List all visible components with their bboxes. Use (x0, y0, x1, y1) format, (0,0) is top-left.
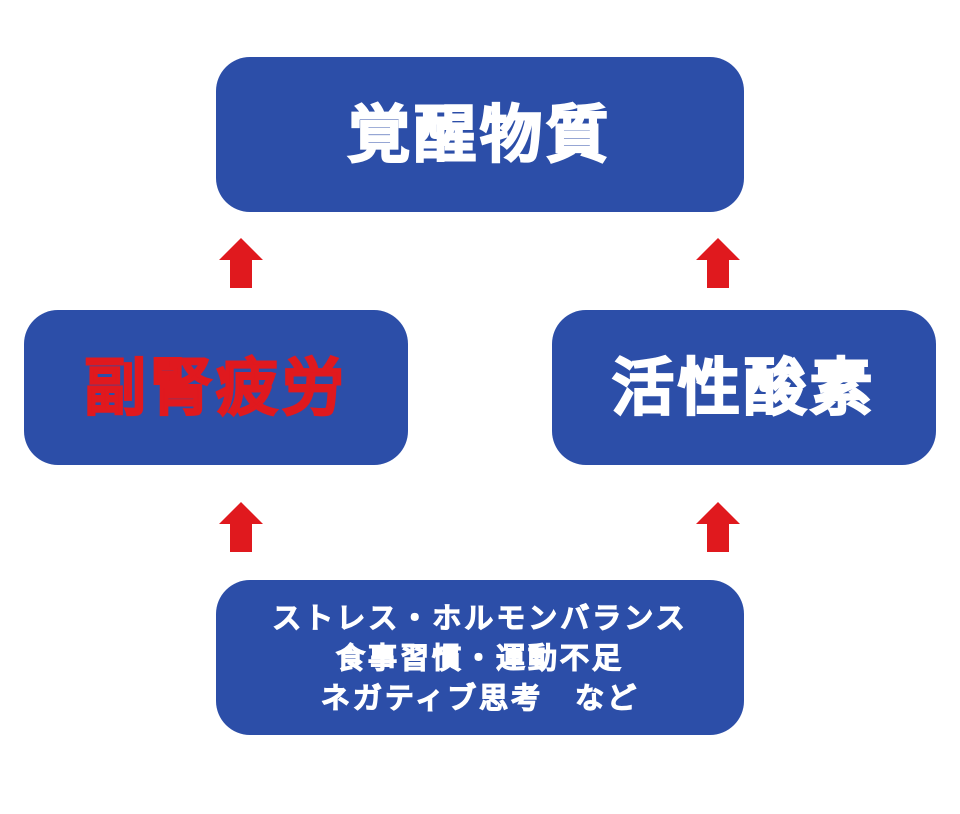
node-adrenal-fatigue: 副腎疲労 (24, 310, 408, 465)
arrow-up-icon (219, 502, 263, 552)
causes-line: 食事習慣・運動不足 (335, 640, 624, 675)
node-active-oxygen: 活性酸素 (552, 310, 936, 465)
arrow-up-icon (219, 238, 263, 288)
node-awakening-substance: 覚醒物質 (216, 57, 744, 212)
node-causes: ストレス・ホルモンバランス 食事習慣・運動不足 ネガティブ思考 など (216, 580, 744, 735)
node-active-oxygen-label: 活性酸素 (611, 350, 876, 424)
node-adrenal-fatigue-label: 副腎疲労 (83, 350, 348, 424)
causes-line: ストレス・ホルモンバランス (272, 600, 688, 635)
arrow-up-icon (696, 502, 740, 552)
arrow-up-icon (696, 238, 740, 288)
causes-line: ネガティブ思考 など (320, 680, 640, 715)
node-awakening-substance-label: 覚醒物質 (347, 97, 612, 171)
